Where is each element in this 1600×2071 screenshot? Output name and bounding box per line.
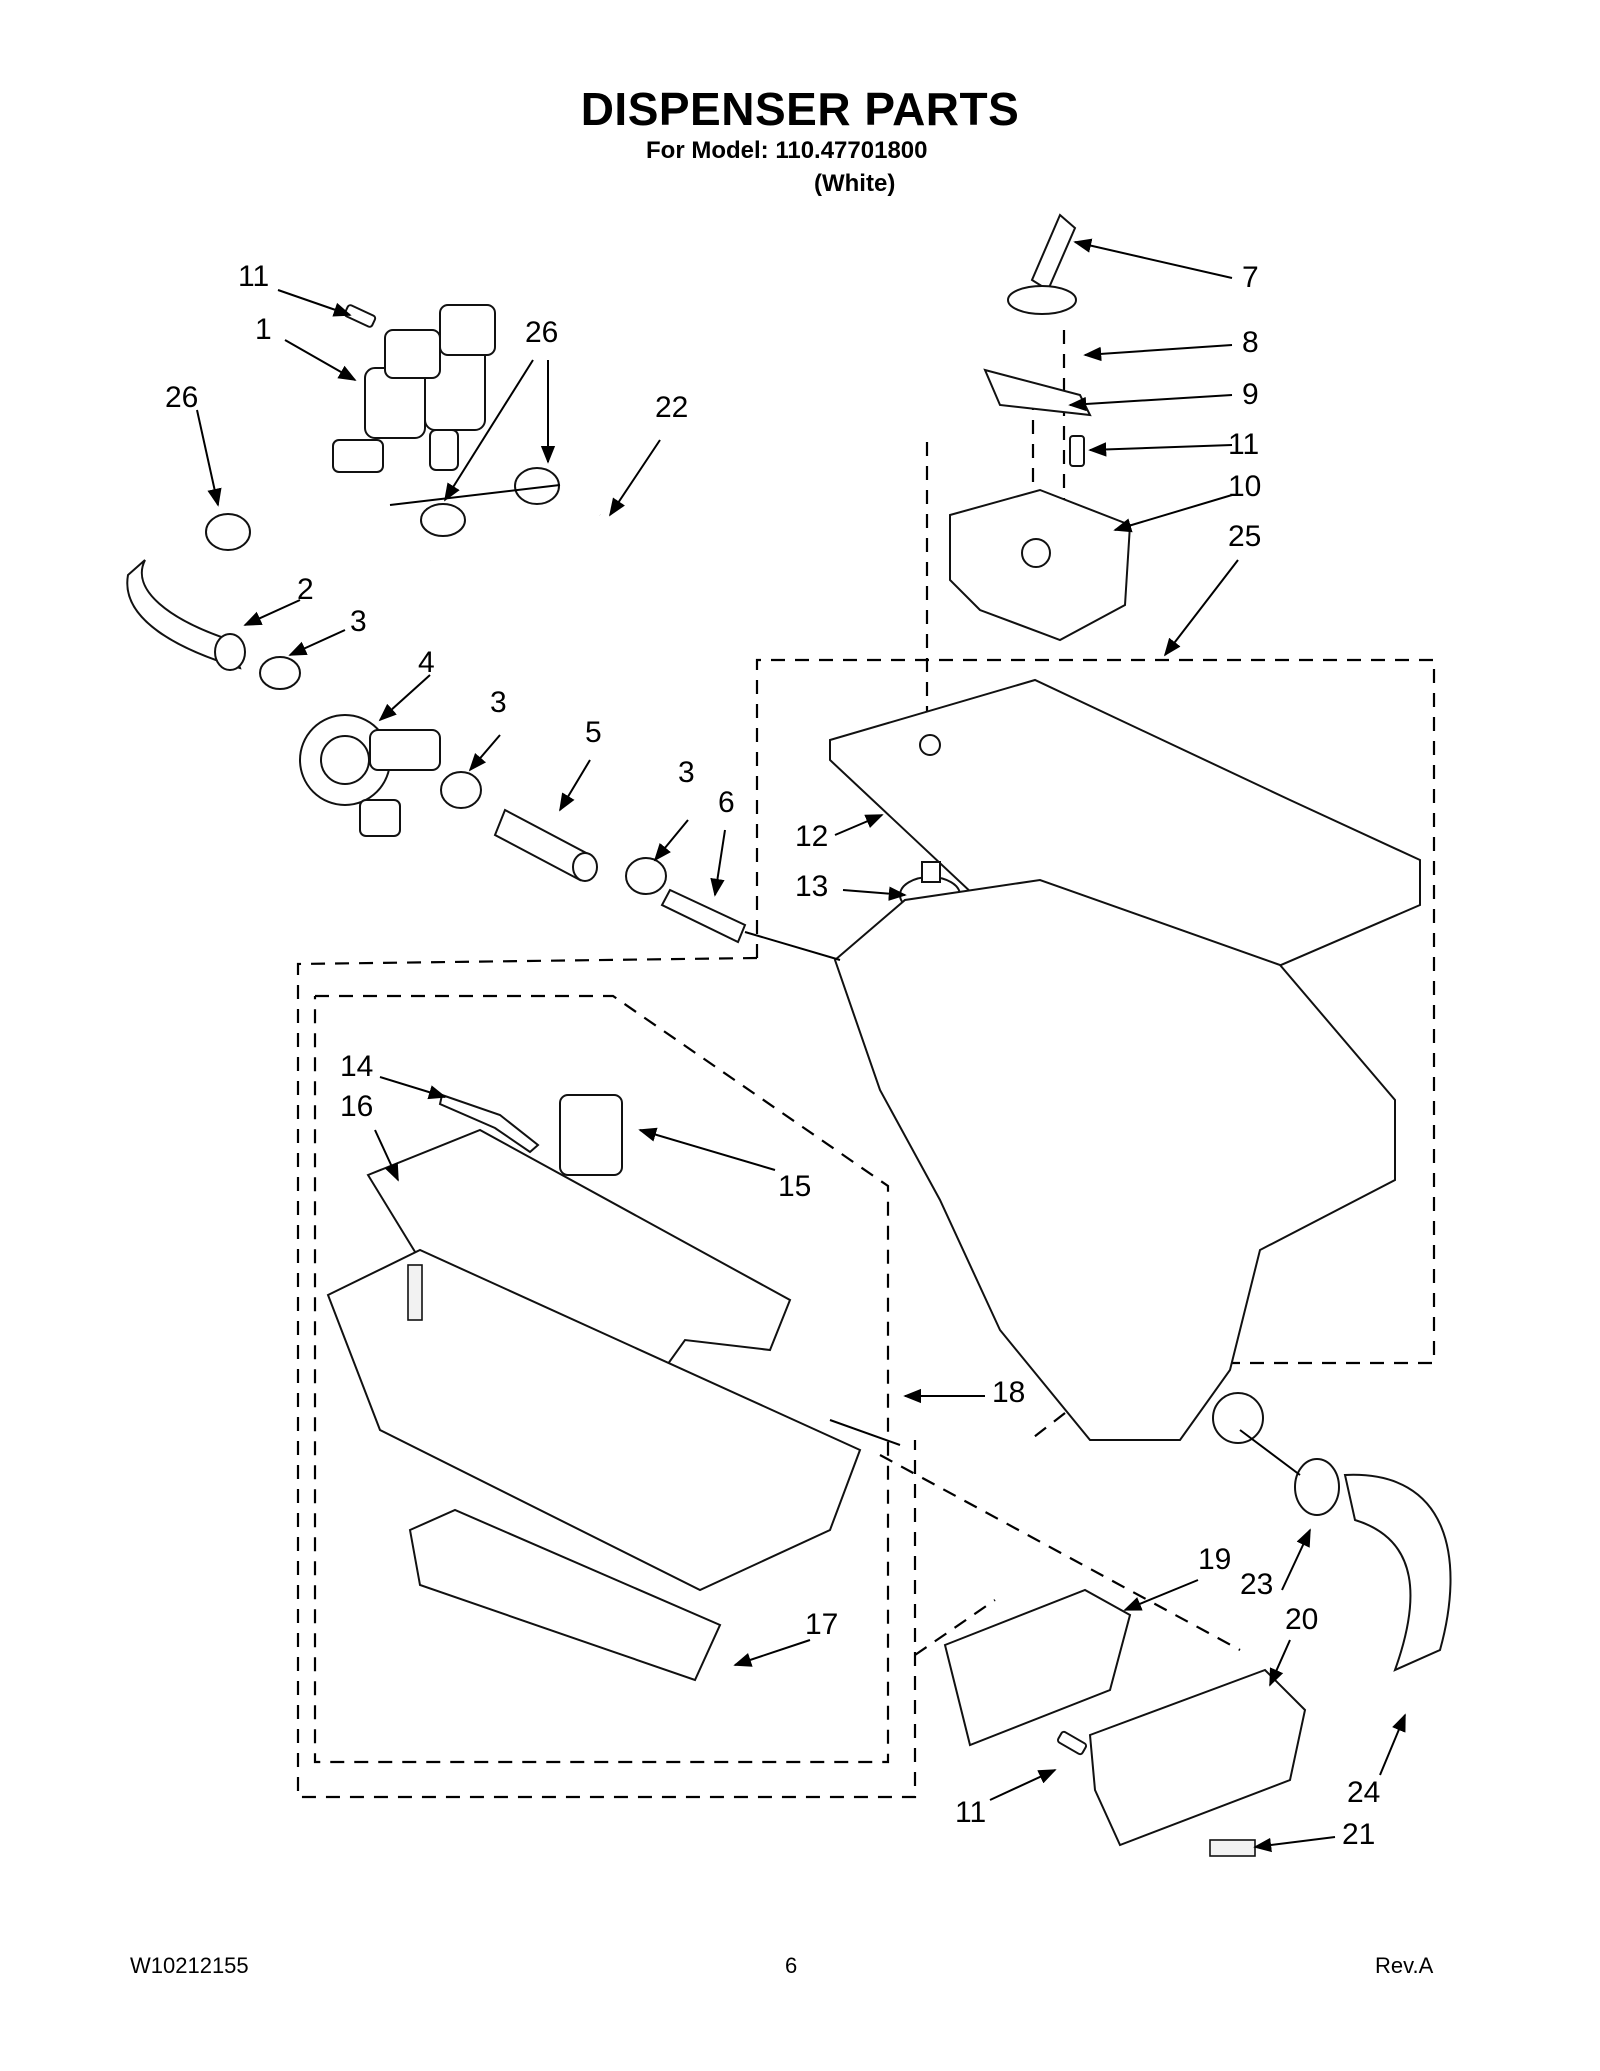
dispenser-motor bbox=[949, 488, 1132, 642]
callout-2: 2 bbox=[297, 573, 314, 606]
callout-15: 15 bbox=[778, 1170, 812, 1203]
callout-4: 4 bbox=[418, 646, 435, 679]
callout-19: 19 bbox=[1198, 1543, 1232, 1576]
retaining-clip bbox=[438, 1093, 540, 1154]
linkage-arm bbox=[983, 213, 1092, 417]
dispenser-housing bbox=[833, 878, 1396, 1444]
callout-21: 21 bbox=[1342, 1818, 1376, 1851]
drawer-handle-bracket bbox=[943, 1588, 1132, 1747]
callout-7: 7 bbox=[1242, 261, 1259, 294]
callout-26: 26 bbox=[525, 316, 559, 349]
callout-3: 3 bbox=[350, 605, 367, 638]
callout-1: 1 bbox=[255, 313, 272, 346]
label bbox=[1209, 1839, 1256, 1857]
model-number: For Model: 110.47701800 bbox=[646, 137, 928, 164]
callout-22: 22 bbox=[655, 391, 689, 424]
callout-26: 26 bbox=[165, 381, 199, 414]
callout-17: 17 bbox=[805, 1608, 839, 1641]
callout-18: 18 bbox=[992, 1376, 1026, 1409]
drawer-handle bbox=[1088, 1668, 1307, 1847]
assembly-boundary-inner bbox=[313, 994, 890, 1764]
leader-lines bbox=[196, 238, 1406, 1853]
callout-24: 24 bbox=[1347, 1776, 1381, 1809]
model-color: (White) bbox=[814, 170, 896, 197]
callout-3: 3 bbox=[490, 686, 507, 719]
water-valve bbox=[332, 304, 496, 473]
callout-25: 25 bbox=[1228, 520, 1262, 553]
callout-12: 12 bbox=[795, 820, 829, 853]
assembly-boundary-18 bbox=[296, 956, 917, 1799]
callout-11: 11 bbox=[238, 260, 270, 293]
callout-13: 13 bbox=[795, 870, 829, 903]
callout-20: 20 bbox=[1285, 1603, 1319, 1636]
callout-5: 5 bbox=[585, 716, 602, 749]
dispenser-drawer bbox=[326, 1128, 862, 1592]
callout-3: 3 bbox=[678, 756, 695, 789]
page-number: 6 bbox=[785, 1953, 798, 1978]
callout-8: 8 bbox=[1242, 326, 1259, 359]
callout-11: 11 bbox=[955, 1796, 987, 1829]
air-gap-fitting bbox=[299, 714, 441, 837]
drawer-trim bbox=[408, 1508, 722, 1682]
page-title: DISPENSER PARTS bbox=[580, 83, 1020, 135]
callout-11: 11 bbox=[1228, 428, 1260, 461]
callout-16: 16 bbox=[340, 1090, 374, 1123]
inlet-hose bbox=[126, 559, 246, 671]
callout-14: 14 bbox=[340, 1050, 374, 1083]
siphon-cap bbox=[559, 1094, 623, 1176]
dispenser-cover bbox=[829, 678, 1421, 1002]
grommet bbox=[1294, 1458, 1340, 1516]
callout-10: 10 bbox=[1228, 470, 1262, 503]
connector-tube bbox=[493, 808, 598, 882]
callout-9: 9 bbox=[1242, 378, 1259, 411]
document-number: W10212155 bbox=[130, 1953, 249, 1978]
revision: Rev.A bbox=[1375, 1953, 1434, 1978]
callout-6: 6 bbox=[718, 786, 735, 819]
callout-23: 23 bbox=[1240, 1568, 1274, 1601]
drain-hose bbox=[1343, 1473, 1452, 1672]
